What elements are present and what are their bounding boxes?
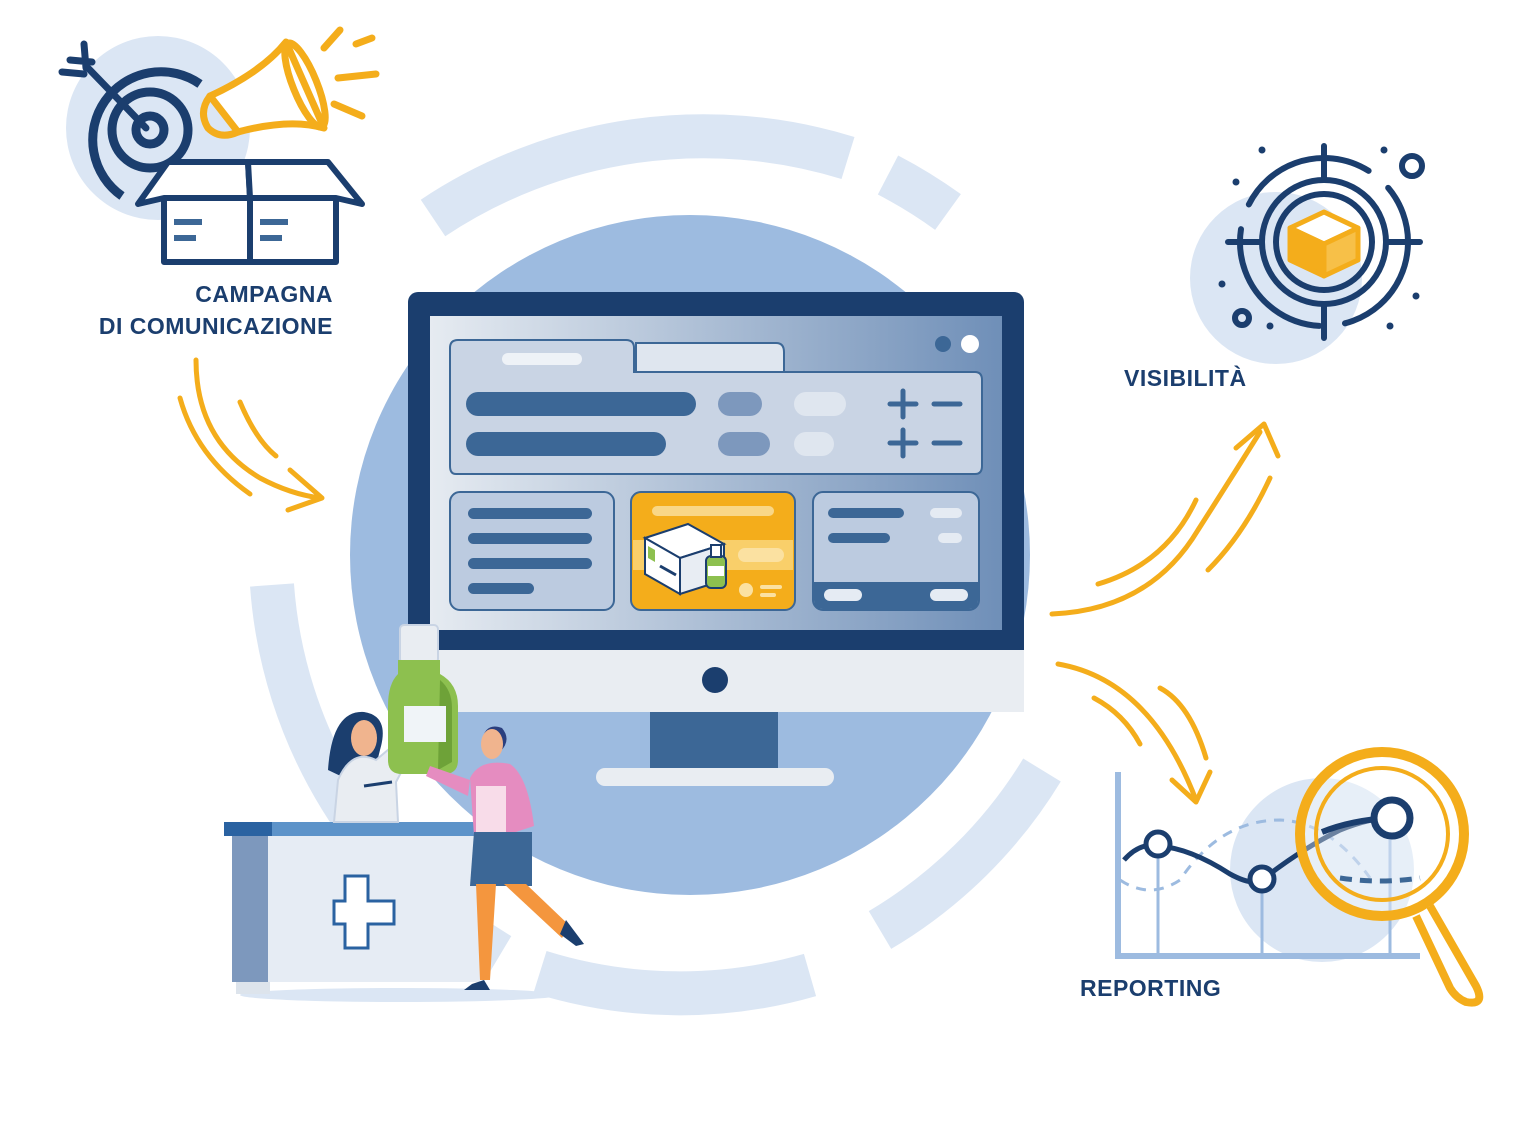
pharmacy-counter-icon (224, 822, 560, 1002)
medicine-box-icon (642, 522, 727, 596)
target-icon (88, 67, 203, 200)
campagna-label-line1: CAMPAGNA (195, 281, 333, 307)
arrow-center-to-reporting (1055, 661, 1213, 805)
visibility-icon-group (1190, 143, 1425, 364)
magnifier-icon (1295, 747, 1484, 1007)
campaign-icon-group (58, 26, 380, 265)
arrow-campaign-to-center (177, 357, 325, 513)
cube-icon (1287, 209, 1361, 279)
monitor-icon (408, 292, 1024, 786)
visibilita-label: VISIBILITÀ (1124, 365, 1247, 391)
campagna-label: CAMPAGNA DI COMUNICAZIONE (58, 278, 333, 342)
arrow-center-to-visibilita (1049, 421, 1281, 617)
reporting-icon-group (1115, 747, 1484, 1007)
customer-icon (426, 726, 584, 990)
arrow-icon (58, 40, 150, 132)
campagna-label-line2: DI COMUNICAZIONE (98, 313, 333, 339)
megaphone-icon (200, 26, 380, 139)
line-chart-icon (1115, 772, 1420, 959)
open-box-icon (135, 159, 365, 265)
medicine-bottle-icon (388, 624, 458, 774)
crosshair-icon (1225, 143, 1425, 341)
reporting-label: REPORTING (1080, 975, 1222, 1001)
flow-arrows (177, 357, 1281, 805)
